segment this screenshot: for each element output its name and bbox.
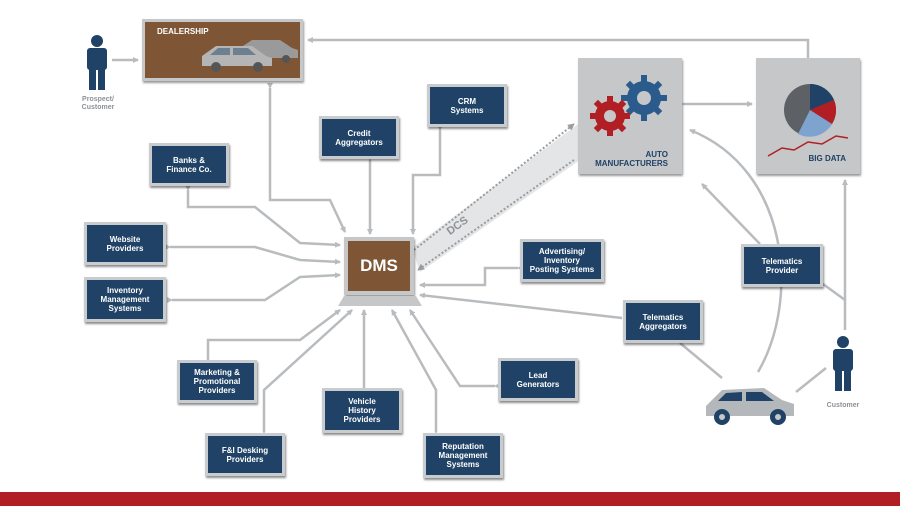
line-customer-car [795, 367, 827, 393]
lead-generators-box: Lead Generators [498, 358, 578, 401]
telematics-aggregators-box: Telematics Aggregators [623, 300, 703, 343]
reputation-management-box: Reputation Management Systems [423, 433, 503, 478]
fi-desking-box: F&I Desking Providers [205, 433, 285, 476]
line-telagg-car [679, 342, 723, 379]
dealership-title: DEALERSHIP [157, 27, 209, 36]
line-inventory-dms [167, 272, 341, 303]
line-website-dms [165, 244, 341, 265]
line-telprov-customer [822, 282, 846, 302]
crm-systems-box: CRM Systems [427, 84, 507, 127]
advertising-posting-box: Advertising/ Inventory Posting Systems [520, 239, 604, 282]
customer-label: Customer [826, 402, 860, 409]
telematics-provider-box: Telematics Provider [741, 244, 823, 287]
marketing-promotional-box: Marketing & Promotional Providers [177, 360, 257, 403]
line-telprov-auto [701, 183, 761, 245]
inventory-management-box: Inventory Management Systems [84, 277, 166, 322]
auto-manufacturers-panel: AUTO MANUFACTURERS [578, 58, 682, 174]
banks-finance-box: Banks & Finance Co. [149, 143, 229, 186]
customer-car-icon [706, 388, 794, 425]
line-fi-dms [261, 309, 353, 437]
line-car-auto [689, 128, 783, 373]
dcs-dotted-upper [413, 123, 575, 251]
dms-label: DMS [348, 241, 410, 291]
line-dealership-dms [267, 83, 347, 233]
line-crm-dms [410, 125, 443, 235]
line-telagg-dms [419, 292, 623, 320]
website-providers-box: Website Providers [84, 222, 166, 265]
big-data-inner: BIG DATA [760, 62, 856, 170]
line-bigdata-dealership [307, 37, 810, 58]
big-data-chart-icon [767, 84, 849, 157]
big-data-label: BIG DATA [808, 154, 846, 163]
dcs-band [412, 124, 580, 272]
vehicle-history-box: Vehicle History Providers [322, 388, 402, 433]
customer-person-icon [833, 336, 853, 391]
gears-icon [590, 75, 667, 136]
line-banks-dms [185, 185, 341, 248]
line-reputation-dms [390, 309, 439, 437]
auto-manufacturers-label: AUTO MANUFACTURERS [595, 150, 668, 168]
prospect-label: Prospect/ Customer [81, 96, 115, 111]
bottom-accent-bar [0, 492, 900, 506]
line-lead-dms [408, 309, 500, 389]
auto-manufacturers-inner: AUTO MANUFACTURERS [582, 62, 678, 170]
big-data-panel: BIG DATA [756, 58, 860, 174]
prospect-person-icon [87, 35, 107, 90]
dms-base-shape [338, 296, 422, 306]
dealership-box: DEALERSHIP [142, 19, 303, 81]
dealership-cars-icon [202, 40, 298, 72]
dms-box: DMS [344, 237, 414, 295]
line-marketing-dms [205, 309, 341, 365]
credit-aggregators-box: Credit Aggregators [319, 116, 399, 159]
line-advertising-dms [419, 265, 523, 288]
